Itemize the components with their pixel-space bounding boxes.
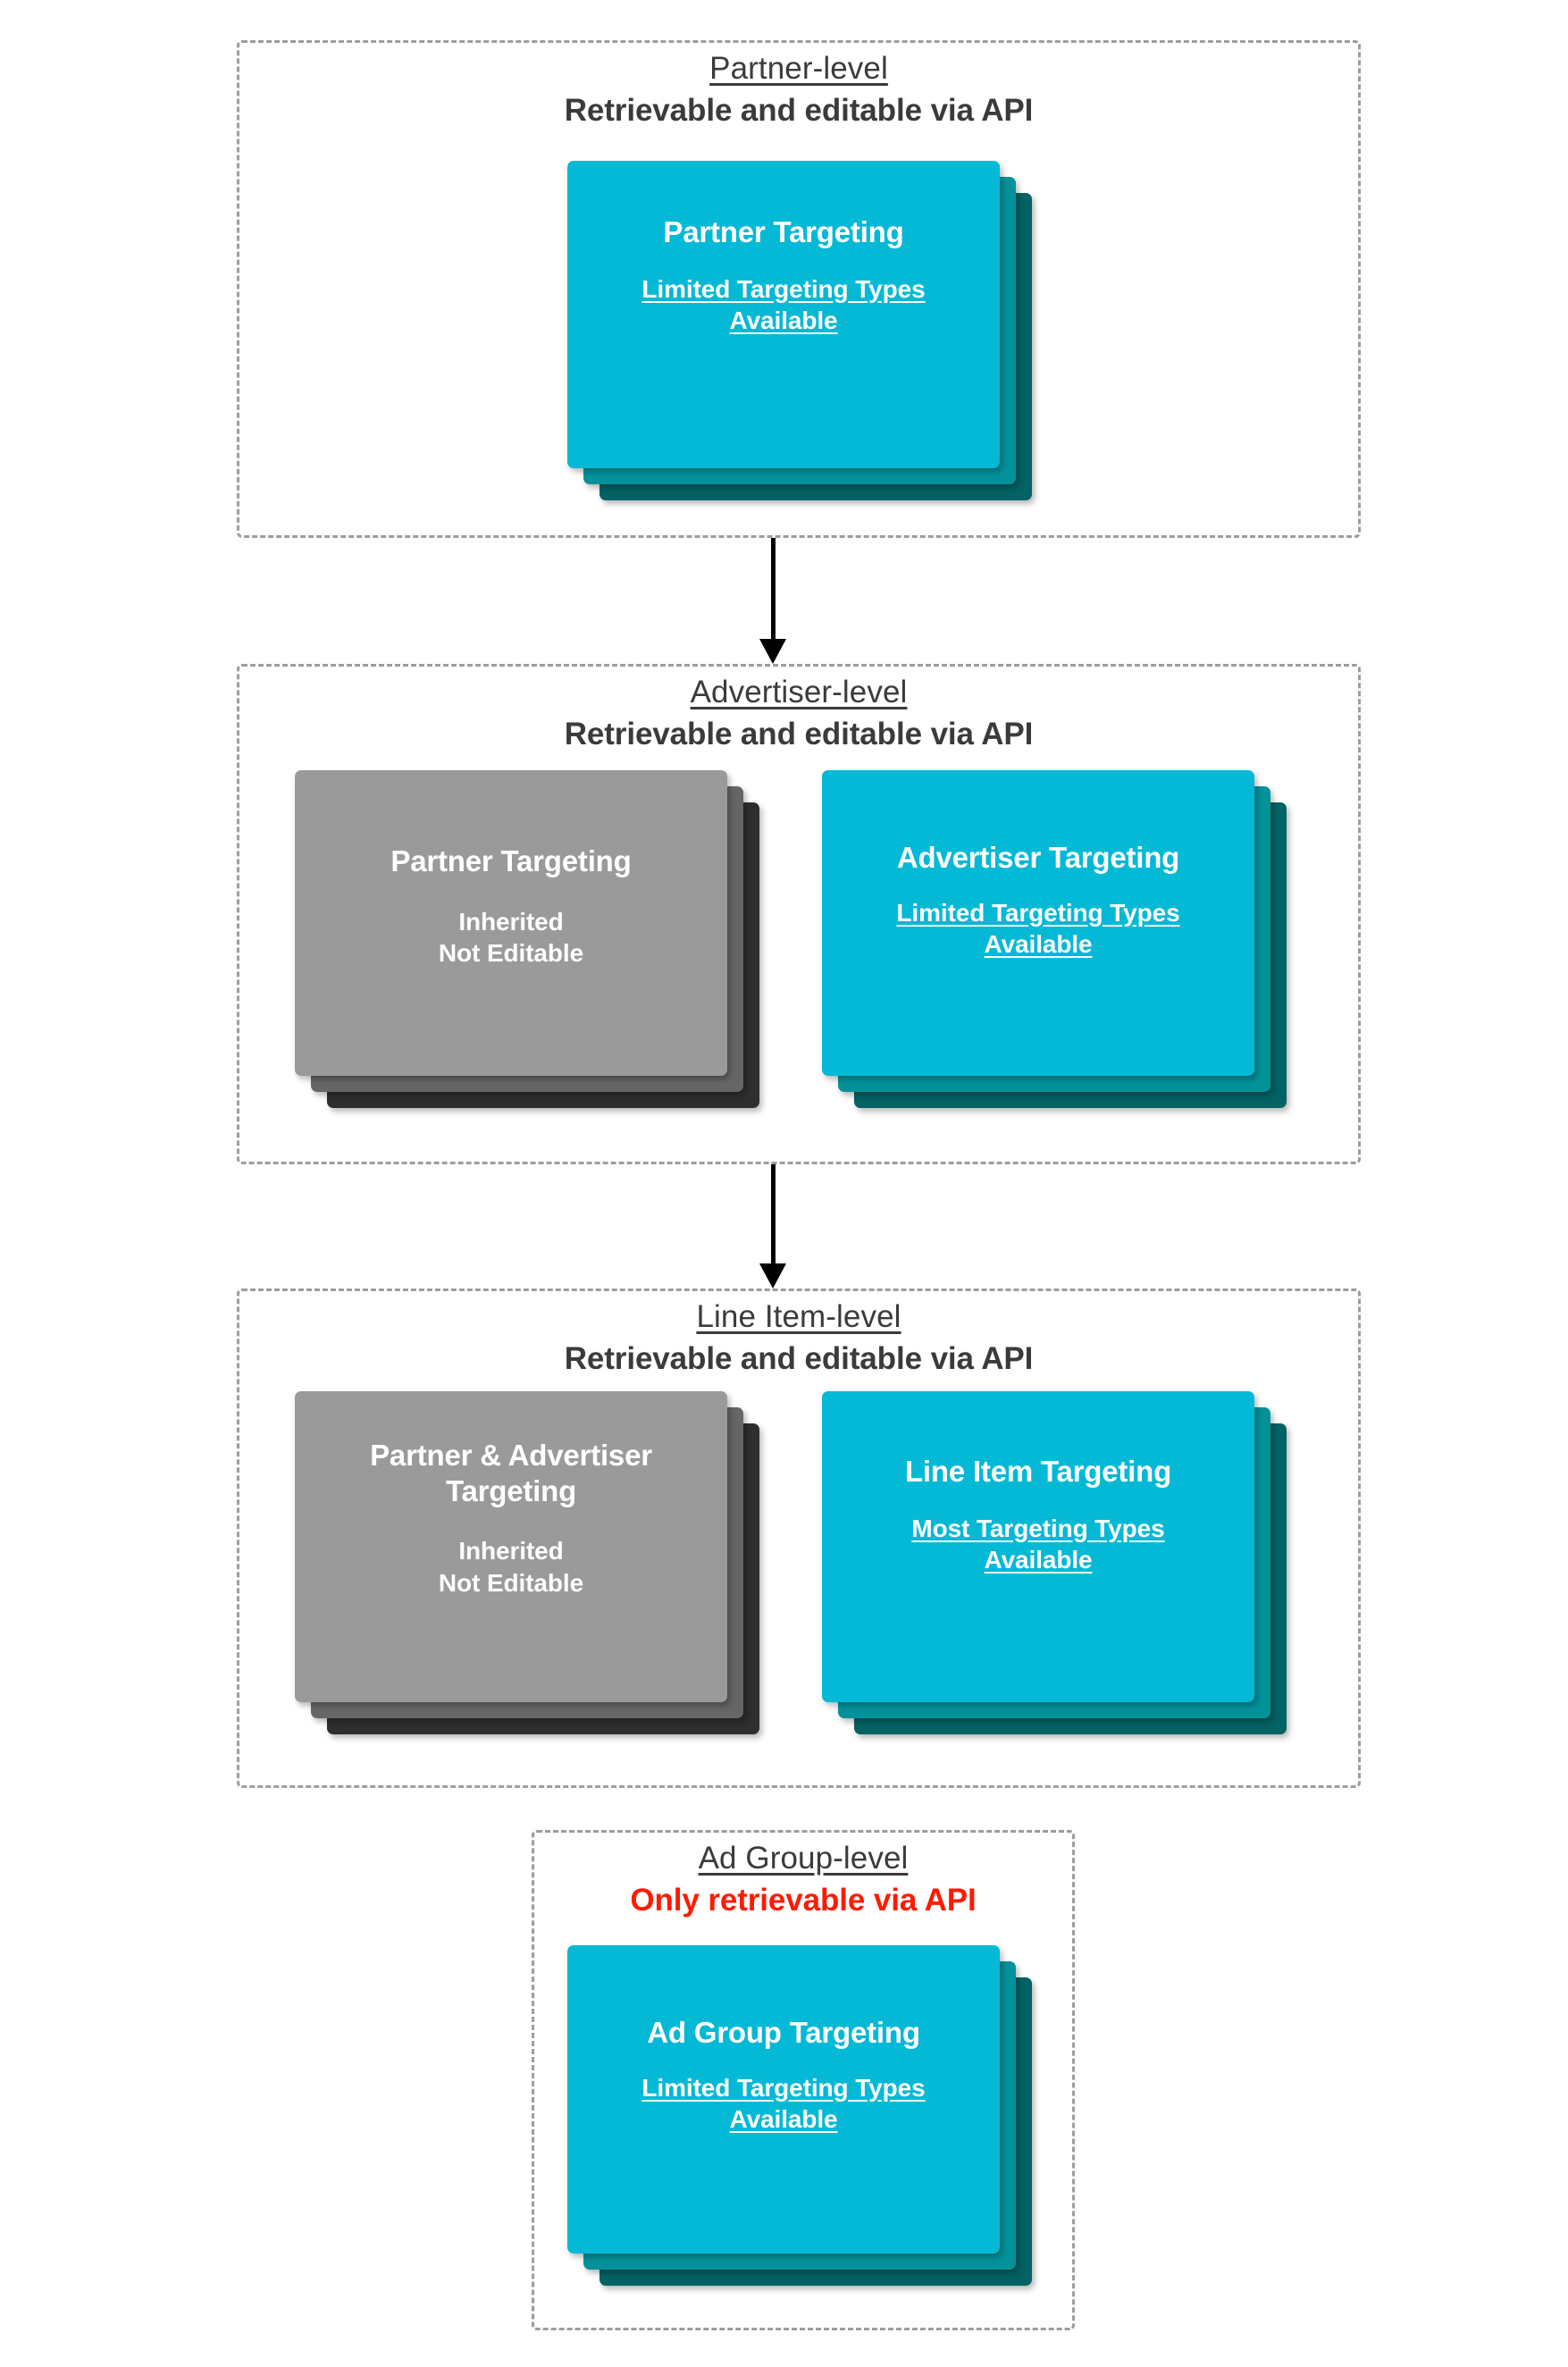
card-stack-advertiser-targeting[interactable]: Advertiser Targeting Limited Targeting T… <box>822 770 1287 1119</box>
card-stack-inherited-partner-advertiser-targeting[interactable]: Partner & Advertiser Targeting Inherited… <box>295 1391 759 1745</box>
card-title: Ad Group Targeting <box>647 2016 920 2049</box>
card-content-inherited-partner-advertiser-targeting: Partner & Advertiser Targeting Inherited… <box>295 1438 727 1599</box>
card-content-advertiser-targeting: Advertiser Targeting Limited Targeting T… <box>822 840 1254 961</box>
card-layer-front: Advertiser Targeting Limited Targeting T… <box>822 770 1254 1076</box>
card-stack-ad-group-targeting[interactable]: Ad Group Targeting Limited Targeting Typ… <box>567 1945 1032 2289</box>
level-title-partner: Partner-level <box>709 51 888 86</box>
card-note-line2: Available <box>729 2105 838 2134</box>
card-layer-front: Ad Group Targeting Limited Targeting Typ… <box>567 1945 1000 2254</box>
card-content-inherited-partner-targeting: Partner Targeting Inherited Not Editable <box>295 844 727 969</box>
card-title: Partner Targeting <box>663 215 904 248</box>
card-note-line1: Limited Targeting Types <box>641 274 926 303</box>
card-note-line1: Limited Targeting Types <box>641 2073 926 2102</box>
card-title: Partner & Advertiser Targeting <box>370 1439 652 1507</box>
card-stack-inherited-partner-targeting[interactable]: Partner Targeting Inherited Not Editable <box>295 770 759 1119</box>
card-layer-front: Partner Targeting Inherited Not Editable <box>295 770 727 1076</box>
card-layer-front: Partner Targeting Limited Targeting Type… <box>567 161 1000 468</box>
level-heading-line-item: Line Item-level Retrievable and editable… <box>237 1298 1361 1378</box>
card-content-ad-group-targeting: Ad Group Targeting Limited Targeting Typ… <box>567 2015 1000 2136</box>
card-title: Partner Targeting <box>390 844 632 877</box>
connector-partner-to-advertiser <box>755 538 791 664</box>
card-note-line1: Most Targeting Types <box>911 1514 1165 1542</box>
card-note-line2: Available <box>984 930 1093 959</box>
level-title-line-item: Line Item-level <box>696 1299 901 1334</box>
connector-arrowhead <box>759 639 786 664</box>
card-note-line2: Not Editable <box>438 1569 584 1598</box>
level-heading-partner: Partner-level Retrievable and editable v… <box>237 50 1361 130</box>
connector-arrowhead <box>759 1263 786 1288</box>
card-note-line2: Available <box>984 1546 1093 1574</box>
level-heading-advertiser: Advertiser-level Retrievable and editabl… <box>237 674 1361 753</box>
card-note-line2: Not Editable <box>438 939 584 968</box>
card-layer-front: Line Item Targeting Most Targeting Types… <box>822 1391 1254 1702</box>
level-subtitle-ad-group: Only retrievable via API <box>630 1883 977 1918</box>
level-subtitle-advertiser: Retrievable and editable via API <box>564 717 1034 752</box>
level-heading-ad-group: Ad Group-level Only retrievable via API <box>532 1840 1075 1919</box>
connector-shaft <box>771 1164 776 1263</box>
level-title-ad-group: Ad Group-level <box>698 1841 909 1876</box>
card-stack-line-item-targeting[interactable]: Line Item Targeting Most Targeting Types… <box>822 1391 1287 1745</box>
card-title: Advertiser Targeting <box>896 841 1180 874</box>
card-stack-partner-targeting[interactable]: Partner Targeting Limited Targeting Type… <box>567 161 1032 500</box>
card-title: Line Item Targeting <box>904 1455 1172 1488</box>
card-layer-front: Partner & Advertiser Targeting Inherited… <box>295 1391 727 1702</box>
card-note-line1: Limited Targeting Types <box>896 898 1180 927</box>
connector-shaft <box>771 538 776 639</box>
card-note-line2: Available <box>729 306 838 335</box>
connector-advertiser-to-line-item <box>755 1164 791 1288</box>
level-subtitle-line-item: Retrievable and editable via API <box>564 1341 1034 1377</box>
card-note-line1: Inherited <box>458 907 564 936</box>
level-title-advertiser: Advertiser-level <box>690 675 908 709</box>
level-subtitle-partner: Retrievable and editable via API <box>564 93 1034 129</box>
card-content-partner-targeting: Partner Targeting Limited Targeting Type… <box>567 214 1000 337</box>
card-content-line-item-targeting: Line Item Targeting Most Targeting Types… <box>822 1454 1254 1576</box>
card-note-line1: Inherited <box>458 1537 564 1565</box>
